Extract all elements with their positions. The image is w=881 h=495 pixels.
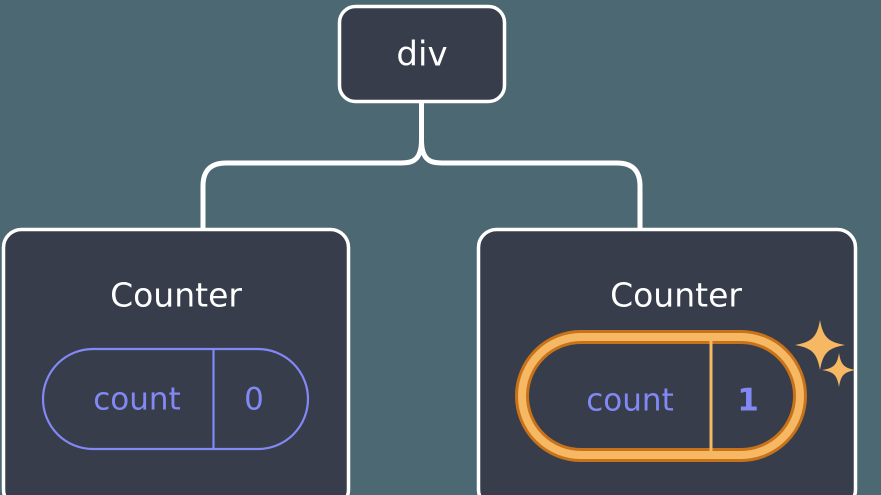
state-pill-right[interactable]: count 1 xyxy=(515,330,807,462)
node-counter-left-label: Counter xyxy=(110,276,242,315)
state-pill-left-key: count xyxy=(93,382,180,418)
connector-branch-left xyxy=(200,137,424,232)
connector-branch-right xyxy=(419,137,643,232)
node-root-box xyxy=(337,4,507,104)
state-pill-left[interactable]: count 0 xyxy=(41,347,310,451)
connector-group xyxy=(200,98,643,232)
state-pill-left-outline xyxy=(41,347,310,451)
node-counter-right[interactable]: Counter count 1 xyxy=(476,227,858,495)
node-root-label: div xyxy=(396,35,447,75)
node-counter-left-box xyxy=(1,227,351,495)
sparkle-group xyxy=(795,320,856,387)
state-pill-left-value: 0 xyxy=(244,382,264,418)
state-pill-right-value: 1 xyxy=(737,383,759,419)
node-counter-right-label: Counter xyxy=(610,276,742,315)
node-root-div[interactable]: div xyxy=(337,4,507,104)
sparkle-small-icon xyxy=(822,353,856,387)
state-pill-right-inner-ring xyxy=(518,333,804,459)
node-counter-right-box xyxy=(476,227,858,495)
sparkle-large-icon xyxy=(795,320,845,370)
node-counter-left[interactable]: Counter count 0 xyxy=(1,227,351,495)
state-pill-right-key: count xyxy=(586,383,673,419)
